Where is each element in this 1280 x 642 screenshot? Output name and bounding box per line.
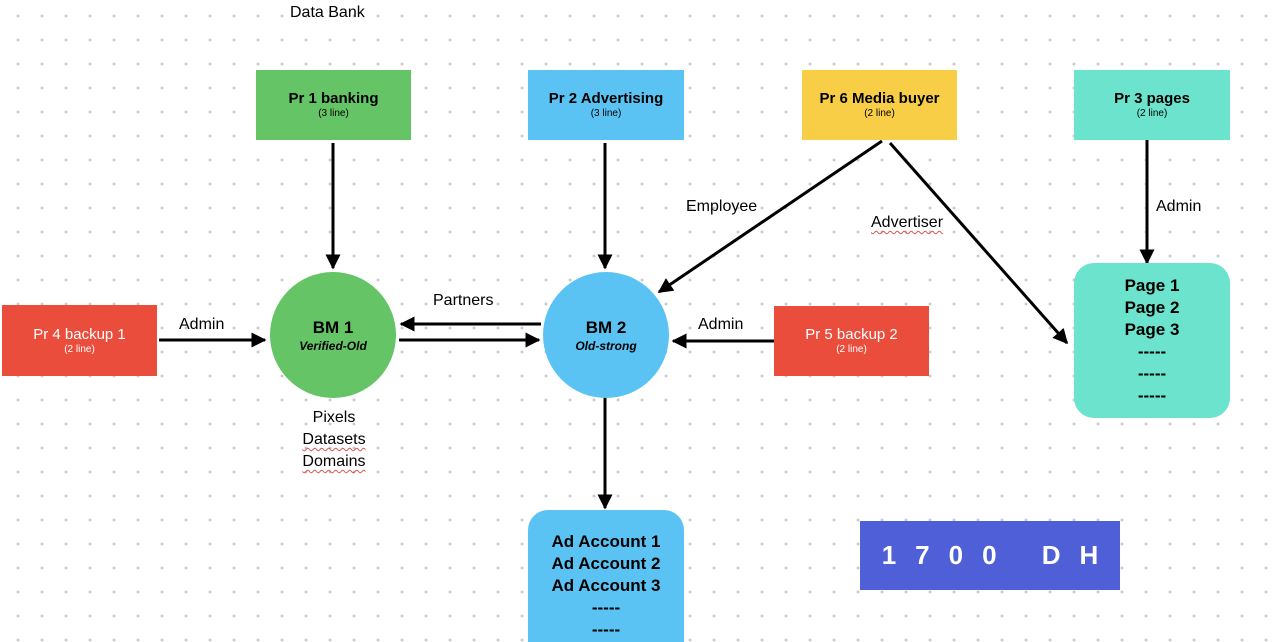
list-item: ----- <box>1137 385 1167 405</box>
edge-label-admin-pages: Admin <box>1156 198 1202 215</box>
list-item: Ad Account 1 <box>551 532 661 551</box>
list-item: ----- <box>591 620 621 639</box>
node-label: Pr 1 banking <box>288 90 379 107</box>
node-pages-list[interactable]: Page 1 Page 2 Page 3 ----- ----- ----- <box>1074 263 1230 418</box>
node-bm1[interactable]: BM 1 Verified-Old <box>270 272 396 398</box>
list-item: ----- <box>1137 363 1167 383</box>
node-sublabel: (3 line) <box>318 108 349 119</box>
bm1-assets: Pixels Datasets Domains <box>286 407 382 473</box>
node-label: Pr 3 pages <box>1114 90 1190 107</box>
node-pr1-banking[interactable]: Pr 1 banking (3 line) <box>256 70 411 140</box>
node-label: Pr 2 Advertising <box>548 90 664 107</box>
list-item: Page 1 <box>1124 275 1180 295</box>
edge-label-admin-right: Admin <box>698 316 744 333</box>
node-sublabel: (3 line) <box>590 108 622 119</box>
edge-label-admin-left: Admin <box>179 316 225 333</box>
list-item: ----- <box>591 598 621 617</box>
node-bm2[interactable]: BM 2 Old-strong <box>543 272 669 398</box>
node-pr3-pages[interactable]: Pr 3 pages (2 line) <box>1074 70 1230 140</box>
edge-label-advertiser: Advertiser <box>871 214 944 231</box>
asset-pixels: Pixels <box>312 409 356 426</box>
node-sublabel: (2 line) <box>864 108 895 119</box>
node-pr5-backup-2[interactable]: Pr 5 backup 2 (2 line) <box>774 306 929 376</box>
list-item: Page 3 <box>1124 319 1180 339</box>
node-sublabel: (2 line) <box>1136 108 1168 119</box>
asset-datasets: Datasets <box>302 431 366 448</box>
list-item: ----- <box>1137 341 1167 361</box>
node-sublabel: Old-strong <box>575 339 637 353</box>
node-label: BM 2 <box>585 318 627 337</box>
asset-domains: Domains <box>302 453 366 470</box>
node-label: Pr 6 Media buyer <box>819 90 940 107</box>
node-ad-accounts-list[interactable]: Ad Account 1 Ad Account 2 Ad Account 3 -… <box>528 510 684 642</box>
node-label: BM 1 <box>312 318 354 337</box>
node-sublabel: Verified-Old <box>299 339 367 353</box>
price-badge: 1700 DH <box>860 521 1120 590</box>
node-pr2-advertising[interactable]: Pr 2 Advertising (3 line) <box>528 70 684 140</box>
list-item: Ad Account 2 <box>551 554 661 573</box>
node-label: Pr 5 backup 2 <box>805 326 898 343</box>
page-title: Data Bank <box>290 4 365 21</box>
list-item: Ad Account 3 <box>551 576 661 595</box>
arrow-pr6-to-bm2 <box>657 139 883 294</box>
node-label: Pr 4 backup 1 <box>33 325 126 343</box>
node-pr4-backup-1[interactable]: Pr 4 backup 1 (2 line) <box>2 305 157 376</box>
node-sublabel: (2 line) <box>836 344 867 355</box>
edge-label-partners: Partners <box>433 292 494 309</box>
node-sublabel: (2 line) <box>64 343 95 355</box>
node-pr6-media-buyer[interactable]: Pr 6 Media buyer (2 line) <box>802 70 957 140</box>
edge-label-employee: Employee <box>686 198 758 215</box>
list-item: Page 2 <box>1124 297 1180 317</box>
